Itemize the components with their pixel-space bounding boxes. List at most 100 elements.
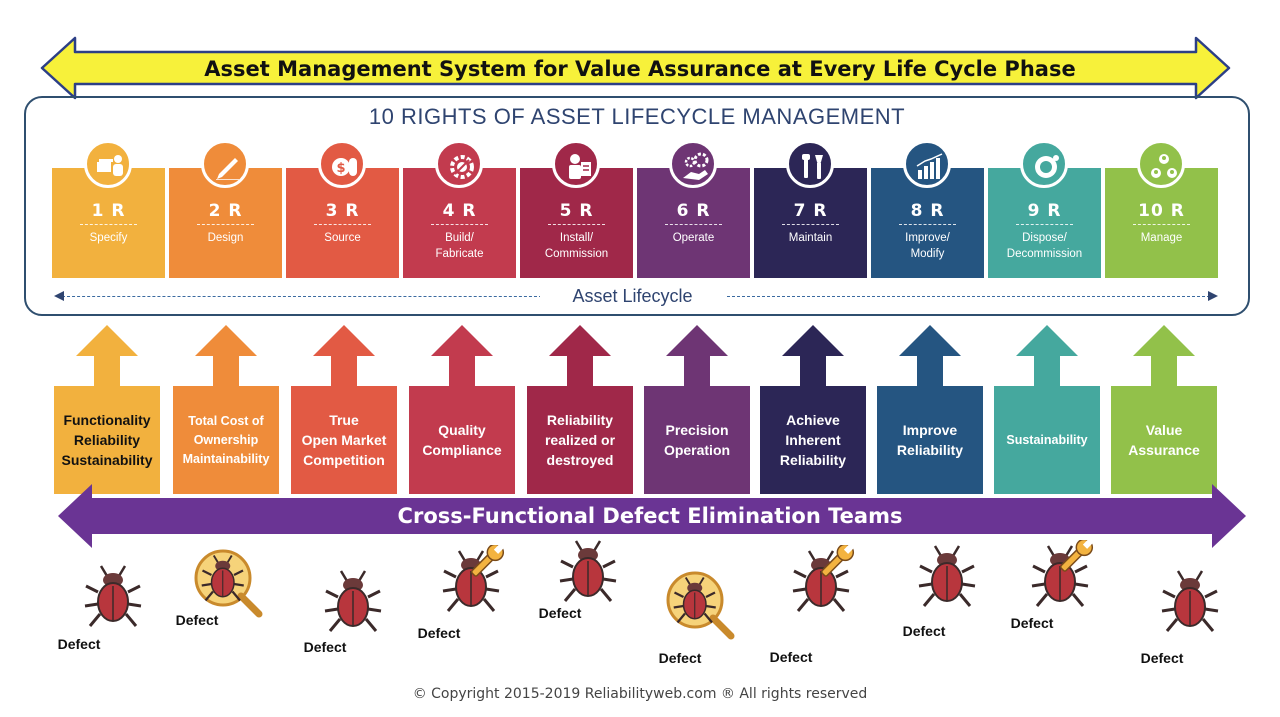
value-text: Sustainability [1006,432,1088,447]
phase-code: 4 R [442,201,477,221]
value-box-8: Improve Reliability [877,386,983,494]
gears-hand-icon [669,140,717,188]
disposal-icon [1020,140,1068,188]
pencil-icon [201,140,249,188]
phase-box-3: 3 R Source [286,168,399,278]
defect-label: Defect [658,650,702,666]
up-arrow-head [76,325,138,356]
bug-icon [1155,565,1235,646]
bug-icon [318,565,398,646]
teams-label: Cross-Functional Defect Elimination Team… [397,504,903,528]
value-box-1: Functionality Reliability Sustainability [54,386,160,494]
bug-icon [78,560,158,641]
phase-code: 5 R [559,201,594,221]
frame-title: 10 RIGHTS OF ASSET LIFECYCLE MANAGEMENT [368,104,906,129]
up-arrow-shaft [94,355,120,391]
bug-wrench-icon [436,543,516,626]
phase-code: 2 R [208,201,243,221]
up-arrow-head [1133,325,1195,356]
phase-label: Specify [89,232,128,244]
phase-divider [431,224,488,225]
defect-label: Defect [175,612,219,628]
phase-code: 1 R [91,201,126,221]
worker-clipboard-icon [552,140,600,188]
up-arrow-shaft [1151,355,1177,391]
defect-label: Defect [417,625,461,641]
phase-divider [1016,224,1073,225]
up-arrow-head [313,325,375,356]
phase-label: Improve/ Modify [905,232,950,260]
lifecycle-left-arrowhead-icon [54,291,64,301]
up-arrow-head [549,325,611,356]
phase-label: Source [324,232,361,244]
lifecycle-label: Asset Lifecycle [540,284,725,308]
phase-divider [548,224,605,225]
bug-icon [912,540,992,621]
up-arrow-head [431,325,493,356]
teams-arrow [58,484,1246,548]
phase-box-7: 7 R Maintain [754,168,867,278]
phase-code: 9 R [1027,201,1062,221]
phase-divider [80,224,137,225]
copyright-text: © Copyright 2015-2019 Reliabilityweb.com… [412,686,868,702]
phase-code: 6 R [676,201,711,221]
bug-wrench-icon [786,543,866,626]
bug-wrench-icon [1025,538,1105,621]
phase-label: Design [207,232,244,244]
phase-label: Operate [672,232,715,244]
documents-person-icon [84,140,132,188]
up-arrow-shaft [684,355,710,391]
up-arrow-shaft [1034,355,1060,391]
phase-divider [899,224,956,225]
defect-label: Defect [1140,650,1184,666]
team-network-icon [1137,140,1185,188]
up-arrow-head [195,325,257,356]
value-box-3: True Open Market Competition [291,386,397,494]
phase-divider [197,224,254,225]
phase-divider [665,224,722,225]
value-text: Precision Operation [663,422,731,458]
value-text: True Open Market Competition [301,412,387,468]
phase-code: 8 R [910,201,945,221]
phase-code: 3 R [325,201,360,221]
bug-magnifier-icon [193,548,273,629]
defect-label: Defect [769,649,813,665]
phase-label: Maintain [788,232,833,244]
phase-divider [314,224,371,225]
banner-arrow [40,36,1231,100]
phase-code: 7 R [793,201,828,221]
up-arrow-shaft [800,355,826,391]
up-arrow-head [899,325,961,356]
phase-label: Build/ Fabricate [435,232,484,260]
bar-chart-growth-icon [903,140,951,188]
defect-label: Defect [538,605,582,621]
value-text: Achieve Inherent Reliability [779,412,847,468]
phase-code: 10 R [1138,201,1185,221]
up-arrow-head [1016,325,1078,356]
value-text: Reliability realized or destroyed [544,412,616,468]
value-text: Functionality Reliability Sustainability [61,412,153,468]
tools-icon [786,140,834,188]
gear-wrench-icon [435,140,483,188]
value-text: Value Assurance [1128,422,1200,458]
value-box-4: Quality Compliance [409,386,515,494]
up-arrow-shaft [213,355,239,391]
defect-label: Defect [1010,615,1054,631]
lifecycle-dashed-line-right [722,296,1210,297]
phase-label: Dispose/ Decommission [1006,232,1083,260]
coins-icon: $ [318,140,366,188]
defect-label: Defect [902,623,946,639]
up-arrow-shaft [917,355,943,391]
up-arrow-shaft [567,355,593,391]
value-box-9: Sustainability [994,386,1100,494]
phase-divider [1133,224,1190,225]
lifecycle-frame [24,96,1250,316]
value-text: Total Cost of Ownership Maintainability [182,413,270,466]
bug-icon [553,535,633,616]
lifecycle-right-arrowhead-icon [1208,291,1218,301]
up-arrow-head [666,325,728,356]
svg-text:$: $ [336,161,345,176]
phase-divider [782,224,839,225]
phase-label: Install/ Commission [544,232,609,260]
up-arrow-shaft [331,355,357,391]
